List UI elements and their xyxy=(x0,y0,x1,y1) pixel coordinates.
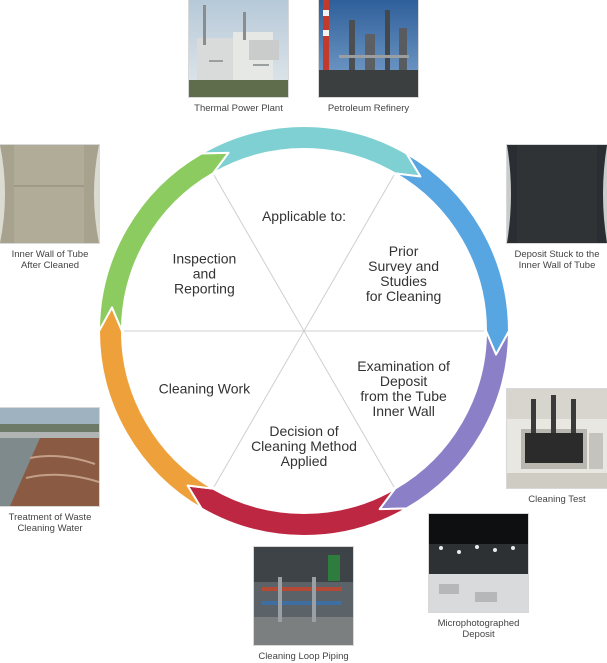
waste-water-photo xyxy=(0,408,100,506)
microphotographed-deposit-photo xyxy=(429,514,528,612)
waste-water-caption: Treatment of Waste Cleaning Water xyxy=(8,512,92,534)
thermal-power-plant-caption: Thermal Power Plant xyxy=(194,103,283,114)
segment-label-line: Applicable to: xyxy=(262,208,346,224)
segment-label-cleaning-work: Cleaning Work xyxy=(159,381,252,397)
petroleum-refinery-caption: Petroleum Refinery xyxy=(327,103,410,114)
divider-line xyxy=(213,330,305,488)
segment-label-line: Cleaning Method xyxy=(251,438,357,454)
segment-label-line: Reporting xyxy=(174,281,235,297)
inner-wall-cleaned-caption: Inner Wall of Tube After Cleaned xyxy=(11,249,89,271)
cycle-ring xyxy=(98,124,510,538)
cleaning-test-caption: Cleaning Test xyxy=(528,494,586,505)
segment-label-line: Examination of xyxy=(357,358,450,374)
segment-label-line: Decision of xyxy=(269,423,338,439)
ring-segment-inspection xyxy=(98,151,230,332)
segment-label-line: Prior xyxy=(389,243,419,259)
inner-wall-cleaned-photo xyxy=(0,145,99,243)
segment-label-line: Cleaning Work xyxy=(159,381,252,397)
petroleum-refinery-photo xyxy=(319,0,418,97)
segment-label-line: Survey and xyxy=(368,258,439,274)
divider-line xyxy=(303,330,395,488)
divider-line xyxy=(303,174,395,332)
divider-lines xyxy=(124,174,484,488)
deposit-stuck-photo xyxy=(507,145,607,243)
segment-label-line: Inspection xyxy=(172,251,236,267)
segment-label-line: Deposit xyxy=(380,373,428,389)
segment-label-line: Inner Wall xyxy=(372,403,435,419)
cleaning-test-photo xyxy=(507,389,607,488)
microphotographed-deposit-caption: Microphotographed Deposit xyxy=(437,618,520,640)
ring-segment-applicable xyxy=(200,124,422,178)
segment-label-applicable: Applicable to: xyxy=(262,208,346,224)
segment-label-line: for Cleaning xyxy=(366,288,442,304)
ring-segment-decision xyxy=(186,484,408,538)
segment-label-line: Studies xyxy=(380,273,427,289)
ring-segment-cleaning-work xyxy=(98,306,214,510)
segment-label-line: and xyxy=(193,266,216,282)
segment-label-line: from the Tube xyxy=(360,388,447,404)
divider-line xyxy=(213,174,305,332)
cleaning-loop-piping-caption: Cleaning Loop Piping xyxy=(258,651,349,662)
deposit-stuck-caption: Deposit Stuck to the Inner Wall of Tube xyxy=(514,249,600,271)
thermal-power-plant-photo xyxy=(189,0,288,97)
cleaning-loop-piping-photo xyxy=(254,547,353,645)
segment-label-line: Applied xyxy=(281,453,328,469)
